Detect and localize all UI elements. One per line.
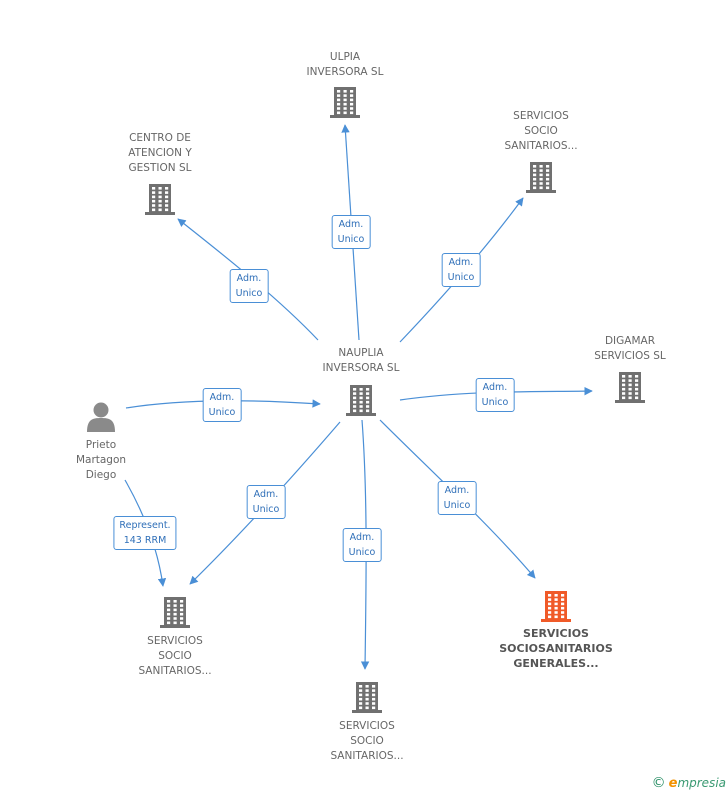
- node-label-centro[interactable]: CENTRO DE ATENCION Y GESTION SL: [128, 132, 192, 174]
- edge-label[interactable]: Represent. 143 RRM: [113, 516, 177, 550]
- node-label-prieto[interactable]: Prieto Martagon Diego: [75, 439, 127, 481]
- edge-label[interactable]: Adm. Unico: [342, 528, 382, 562]
- node-label-nauplia[interactable]: NAUPLIA INVERSORA SL: [322, 347, 400, 374]
- building-icon[interactable]: [526, 162, 556, 193]
- edge-label[interactable]: Adm. Unico: [441, 253, 481, 287]
- node-label-ss_top[interactable]: SERVICIOS SOCIO SANITARIOS...: [504, 110, 578, 152]
- edge-label[interactable]: Adm. Unico: [437, 481, 477, 515]
- building-icon[interactable]: [615, 372, 645, 403]
- building-icon[interactable]: [352, 682, 382, 713]
- building-icon[interactable]: [145, 184, 175, 215]
- node-label-ss_left[interactable]: SERVICIOS SOCIO SANITARIOS...: [138, 635, 212, 677]
- brand-footer[interactable]: ©empresia: [652, 775, 726, 791]
- building-icon[interactable]: [330, 87, 360, 118]
- node-label-ss_bottom[interactable]: SERVICIOS SOCIO SANITARIOS...: [330, 720, 404, 762]
- brand-initial: e: [668, 776, 678, 791]
- building-icon[interactable]: [160, 597, 190, 628]
- edge-label[interactable]: Adm. Unico: [331, 215, 371, 249]
- building-icon[interactable]: [541, 591, 571, 622]
- building-icon[interactable]: [346, 385, 376, 416]
- person-icon[interactable]: [87, 402, 115, 433]
- copyright-icon: ©: [651, 775, 666, 791]
- node-label-ssg[interactable]: SERVICIOS SOCIOSANITARIOS GENERALES...: [499, 627, 613, 670]
- node-label-digamar[interactable]: DIGAMAR SERVICIOS SL: [594, 335, 666, 362]
- edge-label[interactable]: Adm. Unico: [202, 388, 242, 422]
- node-label-ulpia[interactable]: ULPIA INVERSORA SL: [306, 51, 384, 78]
- edge-label[interactable]: Adm. Unico: [246, 485, 286, 519]
- edge-label[interactable]: Adm. Unico: [475, 378, 515, 412]
- edge-label[interactable]: Adm. Unico: [229, 269, 269, 303]
- brand-name: mpresia: [677, 776, 726, 790]
